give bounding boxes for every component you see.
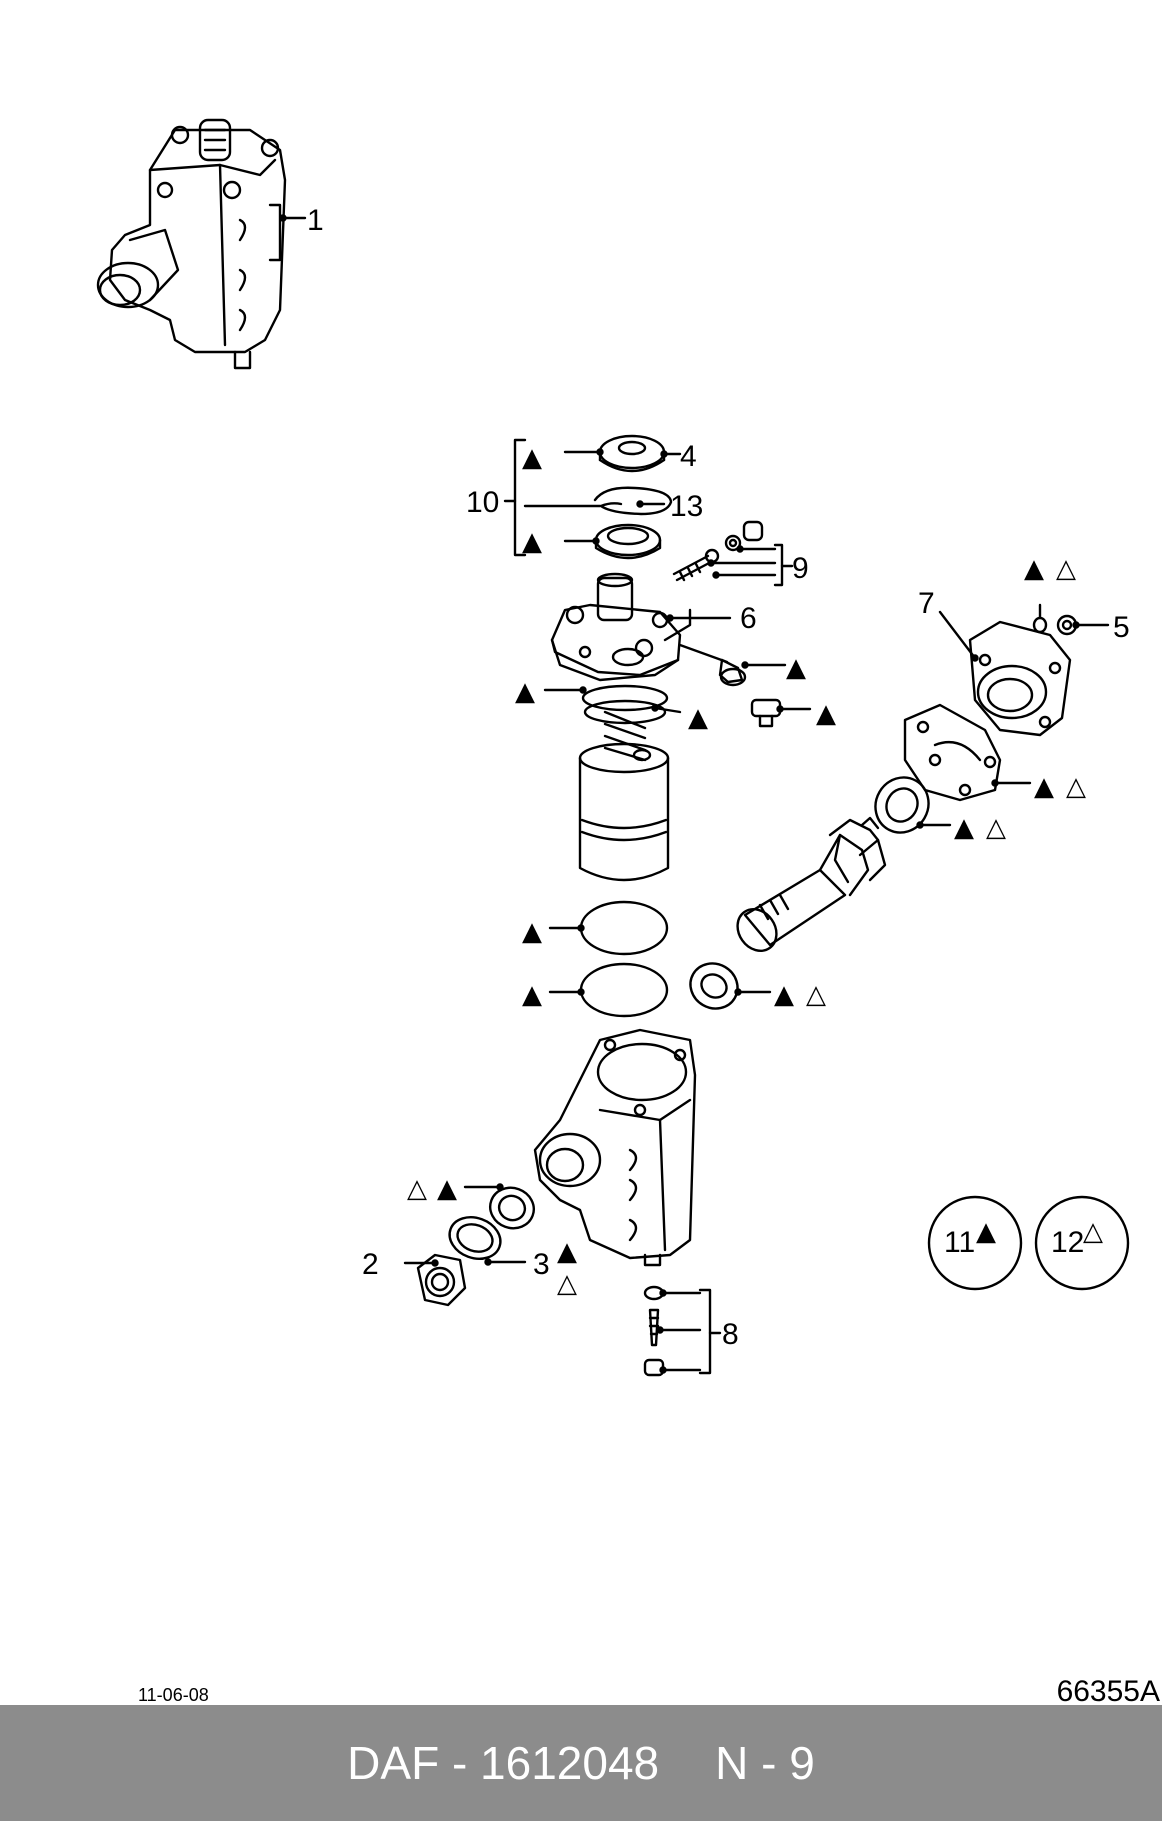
callout-8: 8 [722, 1318, 739, 1351]
hollow-triangle-icon: △ [1083, 1217, 1103, 1247]
filled-triangle-icon: ▲ [954, 813, 974, 843]
sector-shaft [736, 816, 887, 952]
callout-10: 10 [466, 486, 499, 519]
hollow-triangle-icon: △ [557, 1269, 577, 1299]
shaft-seal-upper [874, 776, 930, 834]
filled-triangle-icon: ▲ [522, 527, 542, 557]
legend-circle-12 [1034, 1195, 1130, 1291]
legend-label-12: 12 [1051, 1226, 1084, 1259]
callout-5: 5 [1113, 611, 1130, 644]
filled-triangle-icon: ▲ [816, 699, 836, 729]
shaft-seal-lower [689, 962, 739, 1010]
filled-triangle-icon: ▲ [437, 1174, 457, 1204]
hollow-triangle-icon: △ [986, 813, 1006, 843]
hollow-triangle-icon: △ [1066, 772, 1086, 802]
valve-parts-9 [672, 520, 764, 582]
filled-triangle-icon: ▲ [688, 703, 708, 733]
filled-triangle-icon: ▲ [557, 1237, 577, 1267]
side-cover-gasket [903, 703, 1002, 802]
seal-ring-4 [598, 434, 666, 473]
filled-triangle-icon: ▲ [522, 980, 542, 1010]
seal-ring-3-lower [448, 1216, 502, 1260]
exploded-parts-diagram: 1 4 10 13 9 6 7 5 2 3 8 ▲ ▲ ▲ △ ▲ ▲ ▲ ▲ … [96, 118, 1130, 1377]
filled-triangle-icon: ▲ [976, 1217, 996, 1247]
plug-screw-b [750, 698, 782, 728]
callout-13: 13 [670, 490, 703, 523]
seal-ring-3-upper [489, 1186, 535, 1230]
filled-triangle-icon: ▲ [786, 653, 806, 683]
footer-bar: DAF - 1612048 N - 9 [0, 1705, 1162, 1821]
side-cover-7 [968, 620, 1072, 737]
callout-2: 2 [362, 1248, 379, 1281]
page-reference: N - 9 [715, 1737, 815, 1789]
hollow-triangle-icon: △ [806, 980, 826, 1010]
filled-triangle-icon: ▲ [1024, 554, 1044, 584]
filled-triangle-icon: ▲ [774, 980, 794, 1010]
filled-triangle-icon: ▲ [522, 443, 542, 473]
revision-date: 11-06-08 [138, 1685, 209, 1705]
filled-triangle-icon: ▲ [1034, 772, 1054, 802]
filled-triangle-icon: ▲ [515, 677, 535, 707]
callout-6: 6 [740, 602, 757, 635]
assembled-steering-gear [96, 118, 287, 370]
callout-9: 9 [792, 552, 809, 585]
screw-and-nut-5 [1032, 614, 1078, 636]
o-ring-lower [579, 962, 669, 1018]
piston [578, 742, 670, 882]
brand-part-number: DAF - 1612048 [347, 1737, 660, 1789]
legend-circle-11 [927, 1195, 1023, 1291]
hollow-triangle-icon: △ [1056, 554, 1076, 584]
filled-triangle-icon: ▲ [522, 917, 542, 947]
seal-ring-10 [594, 523, 662, 560]
drawing-number: 66355A [1056, 1675, 1160, 1708]
plug-screw-a [718, 658, 747, 687]
bracket-10 [513, 438, 527, 557]
hollow-triangle-icon: △ [407, 1174, 427, 1204]
gear-housing [533, 1028, 697, 1267]
callout-1: 1 [307, 204, 324, 237]
valve-housing [550, 572, 692, 682]
o-ring-upper [579, 900, 669, 956]
callout-3: 3 [533, 1248, 550, 1281]
legend-label-11: 11 [944, 1226, 975, 1259]
spring-and-orings [581, 684, 669, 762]
circlip-13 [593, 486, 673, 516]
callout-4: 4 [680, 440, 697, 473]
nut-2 [416, 1253, 467, 1307]
callout-7: 7 [918, 587, 935, 620]
